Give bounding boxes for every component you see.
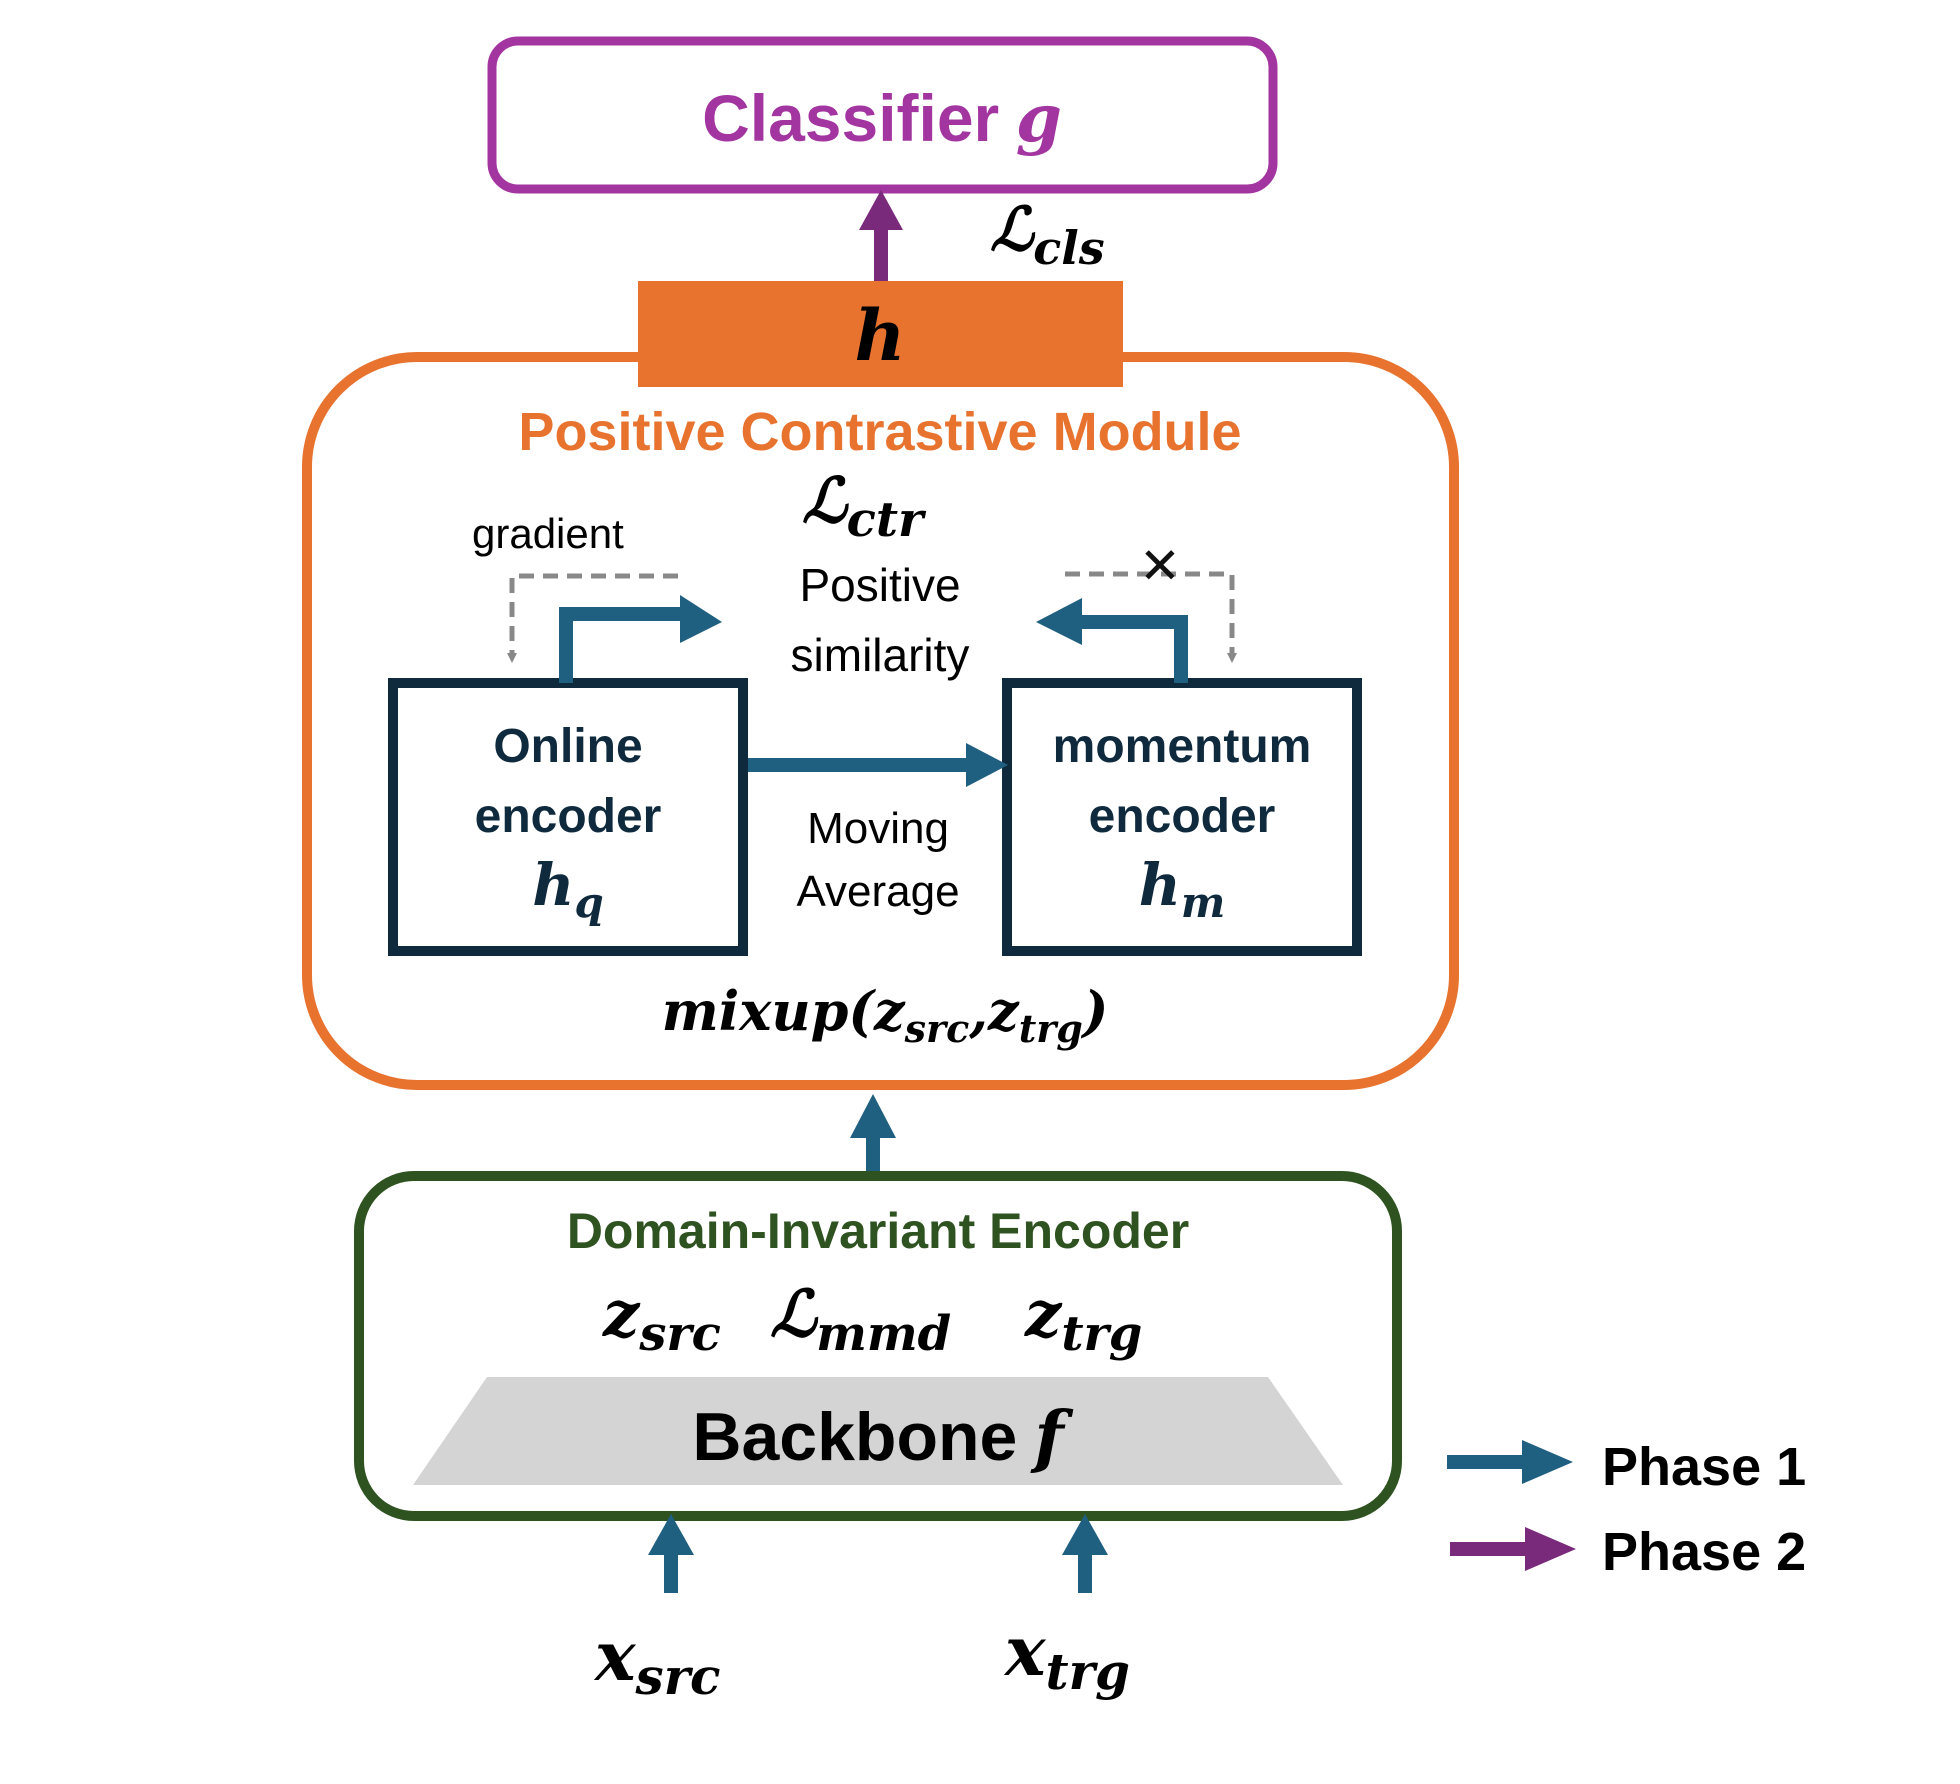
- gradient-label: gradient: [472, 510, 624, 557]
- moving-average-line1: Moving: [807, 804, 949, 853]
- x-trg-input-arrow: [1062, 1514, 1108, 1593]
- backbone-block: Backbone f: [413, 1377, 1343, 1485]
- x-src-label: xsrc: [593, 1617, 720, 1706]
- gradient-dashed-arrow: [507, 573, 678, 663]
- classifier-label: Classifier g: [702, 79, 1062, 157]
- x-src-input-arrow: [648, 1514, 694, 1593]
- mixup-label: mixup(zsrc,ztrg): [662, 979, 1109, 1051]
- legend-phase2-label: Phase 2: [1602, 1522, 1806, 1582]
- legend-phase2-arrow-icon: [1450, 1527, 1576, 1571]
- phase2-arrow-h-to-classifier: [859, 190, 903, 282]
- legend: Phase 1 Phase 2: [1447, 1437, 1806, 1582]
- momentum-encoder-line1: momentum: [1053, 720, 1312, 773]
- loss-cls-label: ℒcls: [990, 195, 1105, 275]
- online-encoder-symbol: hq: [532, 851, 604, 927]
- momentum-to-similarity-arrow: [1036, 598, 1188, 683]
- moving-average-arrow: [748, 743, 1008, 787]
- moving-average-line2: Average: [796, 867, 959, 916]
- loss-ctr-label: ℒctr: [802, 464, 927, 548]
- momentum-encoder-symbol: hm: [1139, 851, 1226, 927]
- online-encoder-line2: encoder: [475, 790, 662, 843]
- stop-gradient-cross-icon: ✕: [1139, 538, 1181, 594]
- positive-similarity-line1: Positive: [799, 559, 960, 611]
- online-to-similarity-arrow: [559, 595, 722, 683]
- online-encoder-line1: Online: [493, 720, 642, 773]
- z-trg-label: ztrg: [1024, 1277, 1142, 1362]
- die-to-pcm-arrow: [850, 1094, 896, 1177]
- stop-gradient-dashed-arrow: [1065, 571, 1237, 663]
- x-trg-label: xtrg: [1003, 1612, 1130, 1701]
- legend-phase1-label: Phase 1: [1602, 1437, 1806, 1497]
- die-title: Domain-Invariant Encoder: [567, 1203, 1189, 1259]
- z-src-label: zsrc: [602, 1277, 721, 1362]
- pcm-title: Positive Contrastive Module: [518, 402, 1241, 462]
- h-feature-bar: h: [638, 281, 1123, 387]
- loss-mmd-label: ℒmmd: [770, 1277, 951, 1362]
- momentum-encoder-box: momentum encoder hm: [1002, 678, 1362, 956]
- classifier-box: Classifier g: [487, 36, 1278, 194]
- backbone-label: Backbone f: [692, 1397, 1073, 1477]
- online-encoder-box: Online encoder hq: [388, 678, 748, 956]
- positive-similarity-line2: similarity: [791, 629, 970, 681]
- h-label: h: [855, 294, 906, 377]
- legend-phase1-arrow-icon: [1447, 1440, 1573, 1484]
- momentum-encoder-line2: encoder: [1089, 790, 1276, 843]
